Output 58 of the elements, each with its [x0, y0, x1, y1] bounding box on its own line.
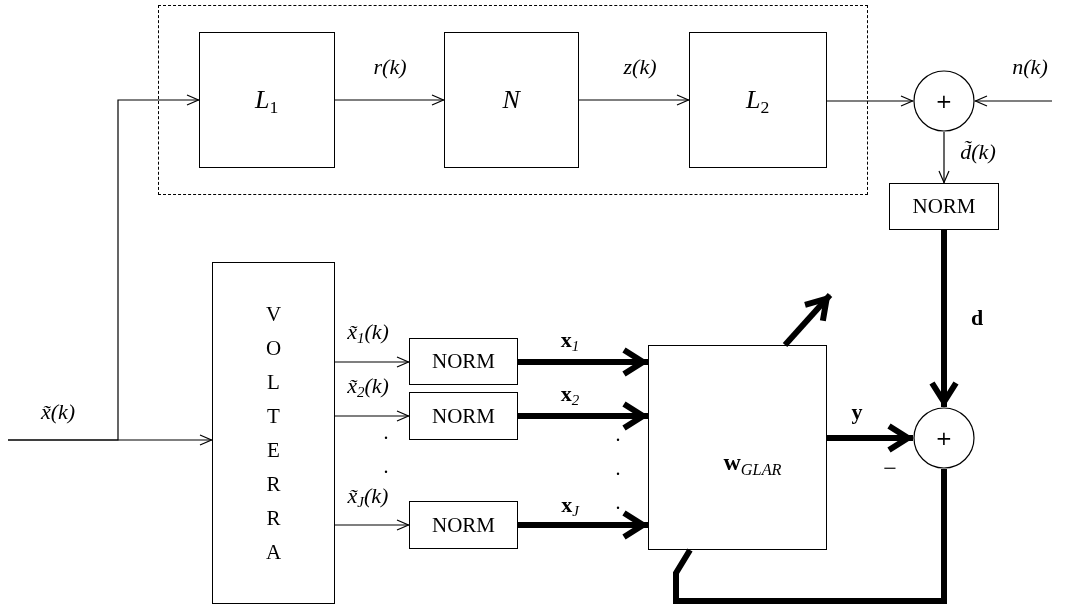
edge-label: x̃(k) [40, 399, 76, 425]
summing-junction [913, 70, 975, 132]
block-label: L$_{2}$ [746, 84, 770, 115]
block-label: N [502, 84, 520, 115]
process-block [409, 392, 518, 440]
edge-label: r(k) [373, 54, 407, 80]
ellipsis-dot: . [615, 490, 621, 514]
ellipsis-dot: . [383, 420, 389, 444]
process-block [889, 183, 999, 230]
plus-sign: + [935, 89, 953, 113]
process-block [443, 31, 579, 168]
ellipsis-dot: . [615, 422, 621, 446]
arrow [518, 401, 648, 431]
edge-label: y [851, 399, 863, 425]
arrow [518, 347, 648, 377]
arrow [334, 519, 410, 531]
arrow [7, 94, 200, 441]
edge-label: z(k) [623, 54, 657, 80]
edge-label: x$_{J}$ [561, 492, 579, 518]
system-boundary [158, 5, 868, 195]
arrow [782, 293, 833, 347]
block-label: NORM [912, 194, 976, 219]
process-block [409, 338, 518, 385]
block-label: NORM [432, 403, 495, 429]
arrow [938, 131, 950, 184]
summing-junction [913, 407, 975, 469]
ellipsis-dot: . [383, 454, 389, 478]
block-label: L$_{1}$ [255, 84, 279, 115]
edge-label: n(k) [1012, 54, 1048, 80]
process-block [212, 262, 335, 604]
process-block [648, 345, 827, 550]
arrow [334, 356, 410, 368]
edge-label: x̃$_{J}$(k) [347, 483, 389, 509]
edge-label: x$_{2}$ [560, 381, 580, 407]
block-label: NORM [432, 349, 495, 374]
plus-sign: + [935, 426, 953, 450]
edge-label: x̃$_{2}$(k) [347, 373, 389, 399]
block-label: NORM [432, 512, 495, 538]
arrow [929, 230, 959, 407]
arrow [334, 410, 410, 422]
edge-label: d̃(k) [960, 139, 996, 165]
block-label: w$_{GLAR}$ [723, 449, 782, 476]
edge-label: d [970, 305, 984, 331]
arrow [518, 510, 648, 540]
arrow [974, 95, 1053, 107]
connector-line [673, 469, 947, 604]
vertical-label: VOLTERRA [264, 301, 283, 566]
arrow [826, 95, 914, 107]
edge-label: x̃$_{1}$(k) [347, 319, 389, 345]
edge-label: x$_{1}$ [560, 327, 580, 353]
minus-sign: − [883, 454, 897, 482]
process-block [688, 31, 827, 168]
arrow [578, 94, 690, 106]
ellipsis-dot: . [615, 456, 621, 480]
process-block [198, 31, 335, 168]
arrow [827, 423, 913, 453]
process-block [409, 501, 518, 549]
arrow [334, 94, 445, 106]
